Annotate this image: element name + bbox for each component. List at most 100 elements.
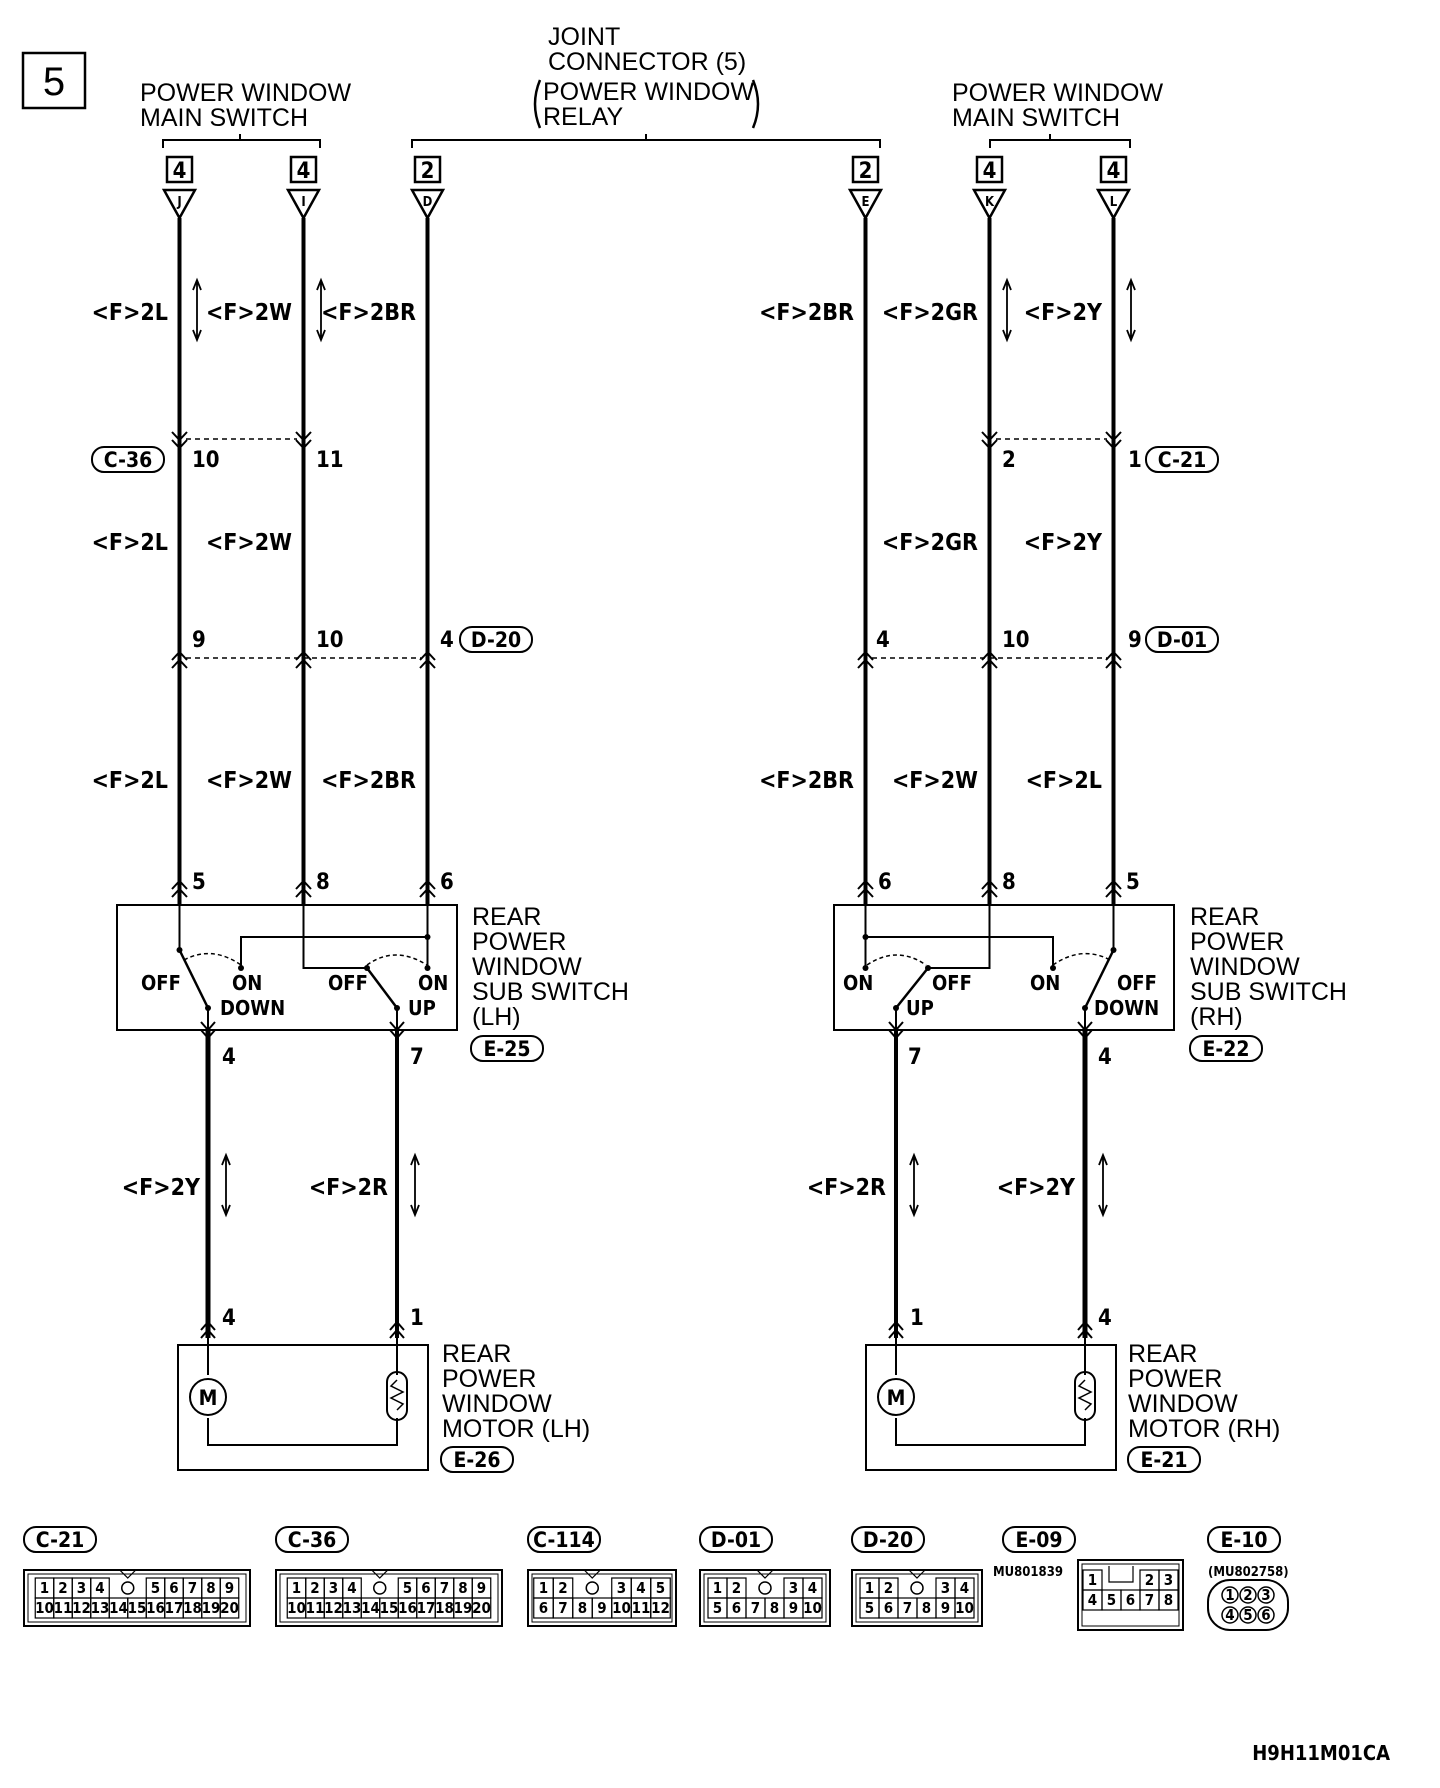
- joint-connector-label-3: POWER WINDOW: [543, 78, 754, 106]
- lm-name-2: POWER: [442, 1365, 536, 1393]
- lsw-on-2: ON: [418, 971, 448, 995]
- legend-cell: 1: [539, 1579, 548, 1597]
- rm-connector: E-21: [1140, 1448, 1187, 1472]
- legend-name: D-20: [863, 1528, 913, 1552]
- svg-text:D: D: [423, 195, 433, 210]
- svg-text:<F>2W: <F>2W: [892, 768, 978, 794]
- legend-cell: 17: [417, 1599, 436, 1617]
- legend-name: E-10: [1220, 1528, 1267, 1552]
- legend-cell: 5: [1107, 1591, 1116, 1609]
- svg-text:4: 4: [297, 159, 311, 184]
- legend-cell: 7: [751, 1599, 760, 1617]
- legend-cell: 2: [884, 1579, 893, 1597]
- c36-pin-11: 11: [316, 448, 344, 473]
- left-sub-switch: 5 8 6 OFF ON DOWN OFF UP ON REAR POWER W…: [116, 870, 629, 1070]
- key-icon: [121, 1581, 135, 1595]
- legend-cell: 11: [632, 1599, 651, 1617]
- svg-text:<F>2W: <F>2W: [206, 530, 292, 556]
- legend-cell: 10: [35, 1599, 54, 1617]
- legend-cell: 3: [329, 1579, 338, 1597]
- legend-cell: 4: [960, 1579, 969, 1597]
- rsw-name-3: WINDOW: [1190, 953, 1300, 981]
- legend-cell: 8: [770, 1599, 779, 1617]
- lsw-name-4: SUB SWITCH: [472, 978, 629, 1006]
- rsw-on-2: ON: [1030, 971, 1060, 995]
- lsw-name-3: WINDOW: [472, 953, 582, 981]
- rm-name-1: REAR: [1128, 1340, 1197, 1368]
- rsw-pin-5: 5: [1126, 870, 1140, 895]
- rsw-on-1: ON: [843, 971, 873, 995]
- svg-text:<F>2R: <F>2R: [309, 1175, 388, 1201]
- connector-c36-c21-row: [91, 431, 1219, 473]
- legend-name: C-21: [36, 1528, 84, 1552]
- legend-cell: 10: [287, 1599, 306, 1617]
- connector-c21-label: C-21: [1158, 448, 1206, 472]
- legend-cell: 2: [732, 1579, 741, 1597]
- lsw-name-2: POWER: [472, 928, 566, 956]
- left-motor-symbol: M: [199, 1386, 218, 1410]
- legend-cell: 7: [558, 1599, 567, 1617]
- legend-cell: 3: [789, 1579, 798, 1597]
- right-motor-symbol: M: [887, 1386, 906, 1410]
- rm-name-4: MOTOR (RH): [1128, 1415, 1280, 1443]
- wire-labels-row2: <F>2L <F>2W <F>2GR <F>2Y: [92, 530, 1103, 556]
- lm-connector: E-26: [453, 1448, 500, 1472]
- lm-pin-4: 4: [222, 1306, 236, 1331]
- wire-labels-row3: <F>2L <F>2W <F>2BR <F>2BR <F>2W <F>2L: [92, 768, 1102, 794]
- legend-cell: 18: [183, 1599, 202, 1617]
- key-icon: [373, 1581, 387, 1595]
- svg-text:<F>2W: <F>2W: [206, 768, 292, 794]
- rsw-up: UP: [906, 996, 934, 1020]
- legend-cell: 6: [1126, 1591, 1135, 1609]
- legend-cell: 10: [803, 1599, 822, 1617]
- svg-text:<F>2GR: <F>2GR: [882, 300, 978, 326]
- legend-cell: 11: [54, 1599, 73, 1617]
- legend-cell: 6: [539, 1599, 548, 1617]
- svg-text:<F>2L: <F>2L: [92, 768, 168, 794]
- svg-text:<F>2L: <F>2L: [92, 300, 168, 326]
- legend-cell: 7: [440, 1579, 449, 1597]
- terminal-K: 4 K: [971, 155, 1008, 221]
- legend-cell: 3: [1164, 1571, 1173, 1589]
- svg-text:E: E: [862, 195, 870, 210]
- terminal-D: 2 D: [409, 155, 446, 221]
- svg-text:<F>2R: <F>2R: [807, 1175, 886, 1201]
- legend-cell: 4: [1088, 1591, 1097, 1609]
- joint-connector-label-1: JOINT: [548, 23, 620, 51]
- lm-pin-1: 1: [410, 1306, 424, 1331]
- legend-cell: 20: [220, 1599, 239, 1617]
- connector-d01-label: D-01: [1157, 628, 1207, 652]
- legend-cell: 2: [1243, 1586, 1252, 1604]
- rsw-pin-6: 6: [878, 870, 892, 895]
- connector-c36-label: C-36: [104, 448, 152, 472]
- right-motor: M 1 4 REAR POWER WINDOW MOTOR (RH) E-21: [865, 1306, 1280, 1473]
- svg-text:<F>2Y: <F>2Y: [997, 1175, 1076, 1201]
- lsw-name-5: (LH): [472, 1003, 521, 1031]
- legend-cell: 1: [292, 1579, 301, 1597]
- legend-cell: 19: [202, 1599, 221, 1617]
- key-marker-icon: [907, 1569, 927, 1579]
- lsw-pin-7: 7: [410, 1045, 424, 1070]
- rsw-name-4: SUB SWITCH: [1190, 978, 1347, 1006]
- svg-text:4: 4: [983, 159, 997, 184]
- legend-cell: 8: [206, 1579, 215, 1597]
- lsw-down: DOWN: [220, 996, 285, 1020]
- legend-cell: 14: [361, 1599, 380, 1617]
- legend-cell: 3: [941, 1579, 950, 1597]
- right-main-switch-label-2: MAIN SWITCH: [952, 104, 1120, 132]
- legend-cell: 3: [617, 1579, 626, 1597]
- legend-cell: 5: [1243, 1606, 1252, 1624]
- legend-name: D-01: [711, 1528, 761, 1552]
- svg-text:2: 2: [421, 159, 435, 184]
- c21-pin-2: 2: [1002, 448, 1016, 473]
- legend-cell: 16: [398, 1599, 417, 1617]
- svg-text:<F>2Y: <F>2Y: [1024, 300, 1103, 326]
- legend-name: C-36: [288, 1528, 336, 1552]
- svg-text:<F>2GR: <F>2GR: [882, 530, 978, 556]
- svg-text:<F>2W: <F>2W: [206, 300, 292, 326]
- key-marker-icon: [755, 1569, 775, 1579]
